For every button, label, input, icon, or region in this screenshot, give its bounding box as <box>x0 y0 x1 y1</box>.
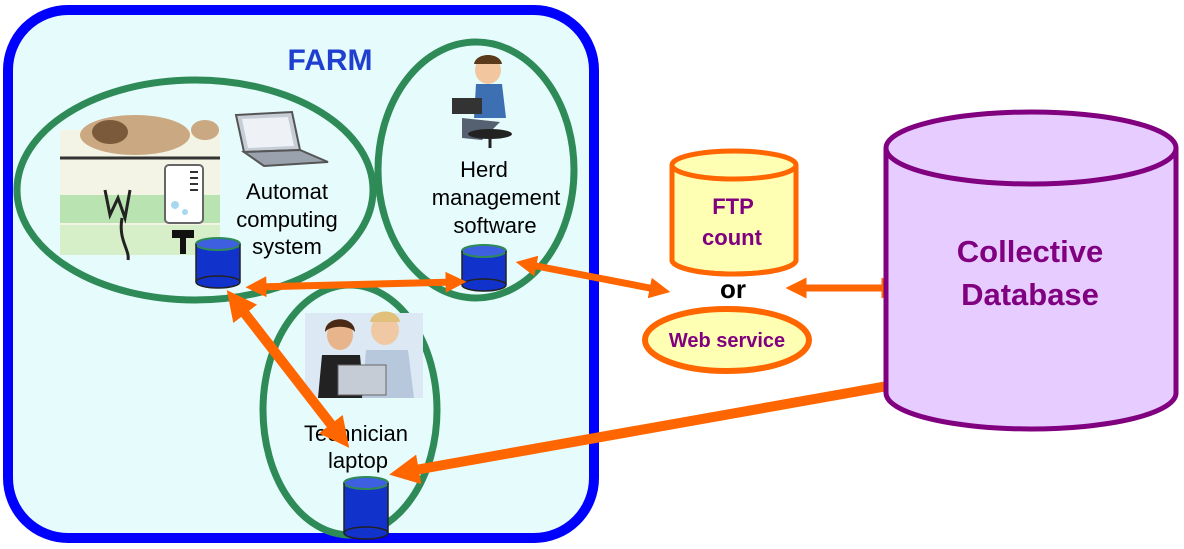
or-label: or <box>720 274 746 304</box>
automat-ellipse <box>13 76 377 304</box>
automat-label-line2: computing <box>236 207 338 232</box>
automat-label-line3: system <box>252 234 322 259</box>
technicians-photo-icon <box>305 311 423 398</box>
web-service-label: Web service <box>669 330 785 352</box>
arrow-technician-collective <box>389 363 959 485</box>
collective-database-cylinder <box>883 109 1179 432</box>
automat-label-line1: Automat <box>246 179 328 204</box>
arrow-automat-technician <box>226 290 350 448</box>
technician-label-line1: Technician <box>304 421 408 446</box>
ftp-cylinder <box>669 148 799 277</box>
ftp-label-line2: count <box>702 225 763 250</box>
cow-milking-icon <box>60 115 220 261</box>
herd-label-line1: Herd <box>460 157 508 182</box>
laptop-icon <box>234 110 329 168</box>
herd-label-line3: software <box>453 213 536 238</box>
herd-label-line2: management <box>432 185 560 210</box>
automat-database-icon <box>195 237 241 289</box>
web-service-ellipse <box>642 306 812 374</box>
herd-ellipse <box>374 38 578 302</box>
farm-title: FARM <box>288 44 373 77</box>
collective-label-line1: Collective <box>957 234 1103 269</box>
technician-database-icon <box>343 476 389 540</box>
arrow-automat-herd <box>245 271 467 298</box>
person-laptop-icon <box>452 55 512 148</box>
ftp-label-line1: FTP <box>712 194 754 219</box>
herd-database-icon <box>461 244 507 292</box>
collective-label-line2: Database <box>961 277 1099 312</box>
technician-label-line2: laptop <box>328 448 388 473</box>
arrow-herd-transfer <box>515 255 671 299</box>
